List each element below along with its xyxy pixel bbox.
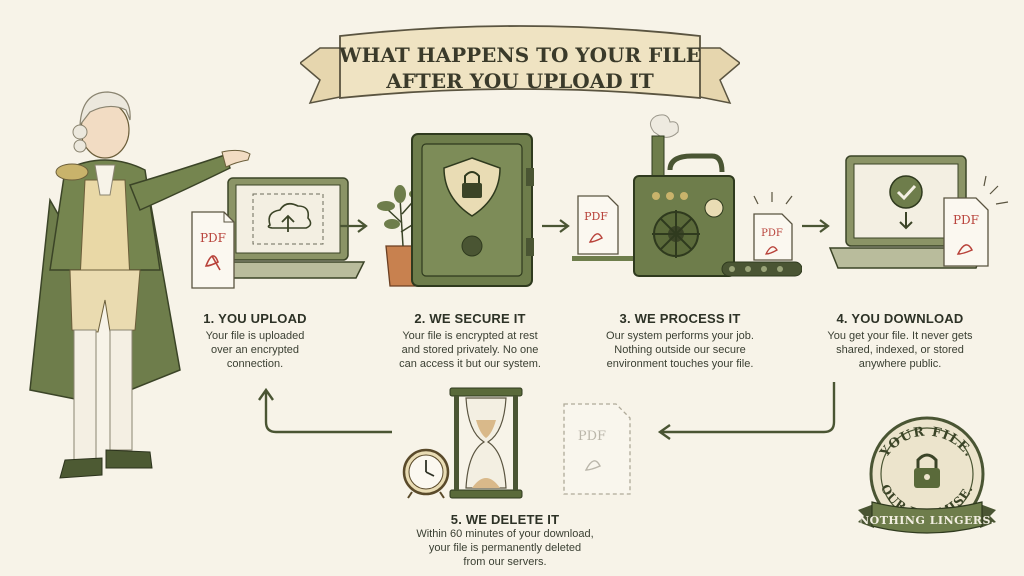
step-4-title: 4. YOU DOWNLOAD [836,311,964,326]
step-4-desc: You get your file. It never gets shared,… [827,330,973,370]
pdf-label: PDF [761,228,783,239]
delete-illustration: PDF [402,387,631,499]
pdf-file-icon: PDF [577,195,619,255]
arrow-icon [802,219,830,233]
arrow-icon [340,219,368,233]
step-5-title: 5. WE DELETE IT [450,512,560,527]
gear-icon [652,210,700,258]
machine-icon [633,175,735,277]
banner-line-1: WHAT HAPPENS TO YOUR FILE [338,43,701,67]
pdf-label: PDF [584,210,608,223]
step-1-title: 1. YOU UPLOAD [203,311,307,326]
pdf-file-icon: PDF [753,213,793,261]
step-1-desc: Your file is uploaded over an encrypted … [205,330,305,370]
check-icon [889,175,923,230]
promise-seal: YOUR FILE. OUR PROMISE. NOTHING LINGERS. [858,416,996,534]
lock-icon [462,171,482,198]
banner-line-2: AFTER YOU UPLOAD IT [385,69,654,93]
secure-illustration [377,133,534,287]
arrow-icon [657,382,836,440]
step-2-title: 2. WE SECURE IT [414,311,526,326]
clock-icon [402,448,450,499]
step-2-desc: Your file is encrypted at rest and store… [399,330,541,370]
pdf-file-icon: PDF [943,197,989,267]
pdf-label: PDF [953,213,979,227]
safe-icon [411,133,534,287]
arrow-icon [258,387,392,434]
upload-illustration: PDF [191,177,366,289]
lock-icon [914,453,940,488]
step-5-desc: Within 60 minutes of your download, your… [416,528,594,568]
process-illustration: PDF PDF [572,114,802,277]
download-illustration: PDF [828,155,1009,269]
arrow-icon [542,219,570,233]
colonial-figure [29,91,251,479]
cloud-upload-icon [252,193,324,245]
pdf-label: PDF [200,231,226,245]
step-3-desc: Our system performs your job. Nothing ou… [606,330,754,370]
title-banner: WHAT HAPPENS TO YOUR FILE AFTER YOU UPLO… [300,25,740,105]
step-3-title: 3. WE PROCESS IT [619,311,741,326]
hourglass-icon [449,387,523,499]
pdf-label: PDF [578,429,606,444]
pdf-file-icon: PDF [191,211,235,289]
pdf-file-icon: PDF [563,403,631,495]
seal-ribbon-text: NOTHING LINGERS. [859,514,995,527]
